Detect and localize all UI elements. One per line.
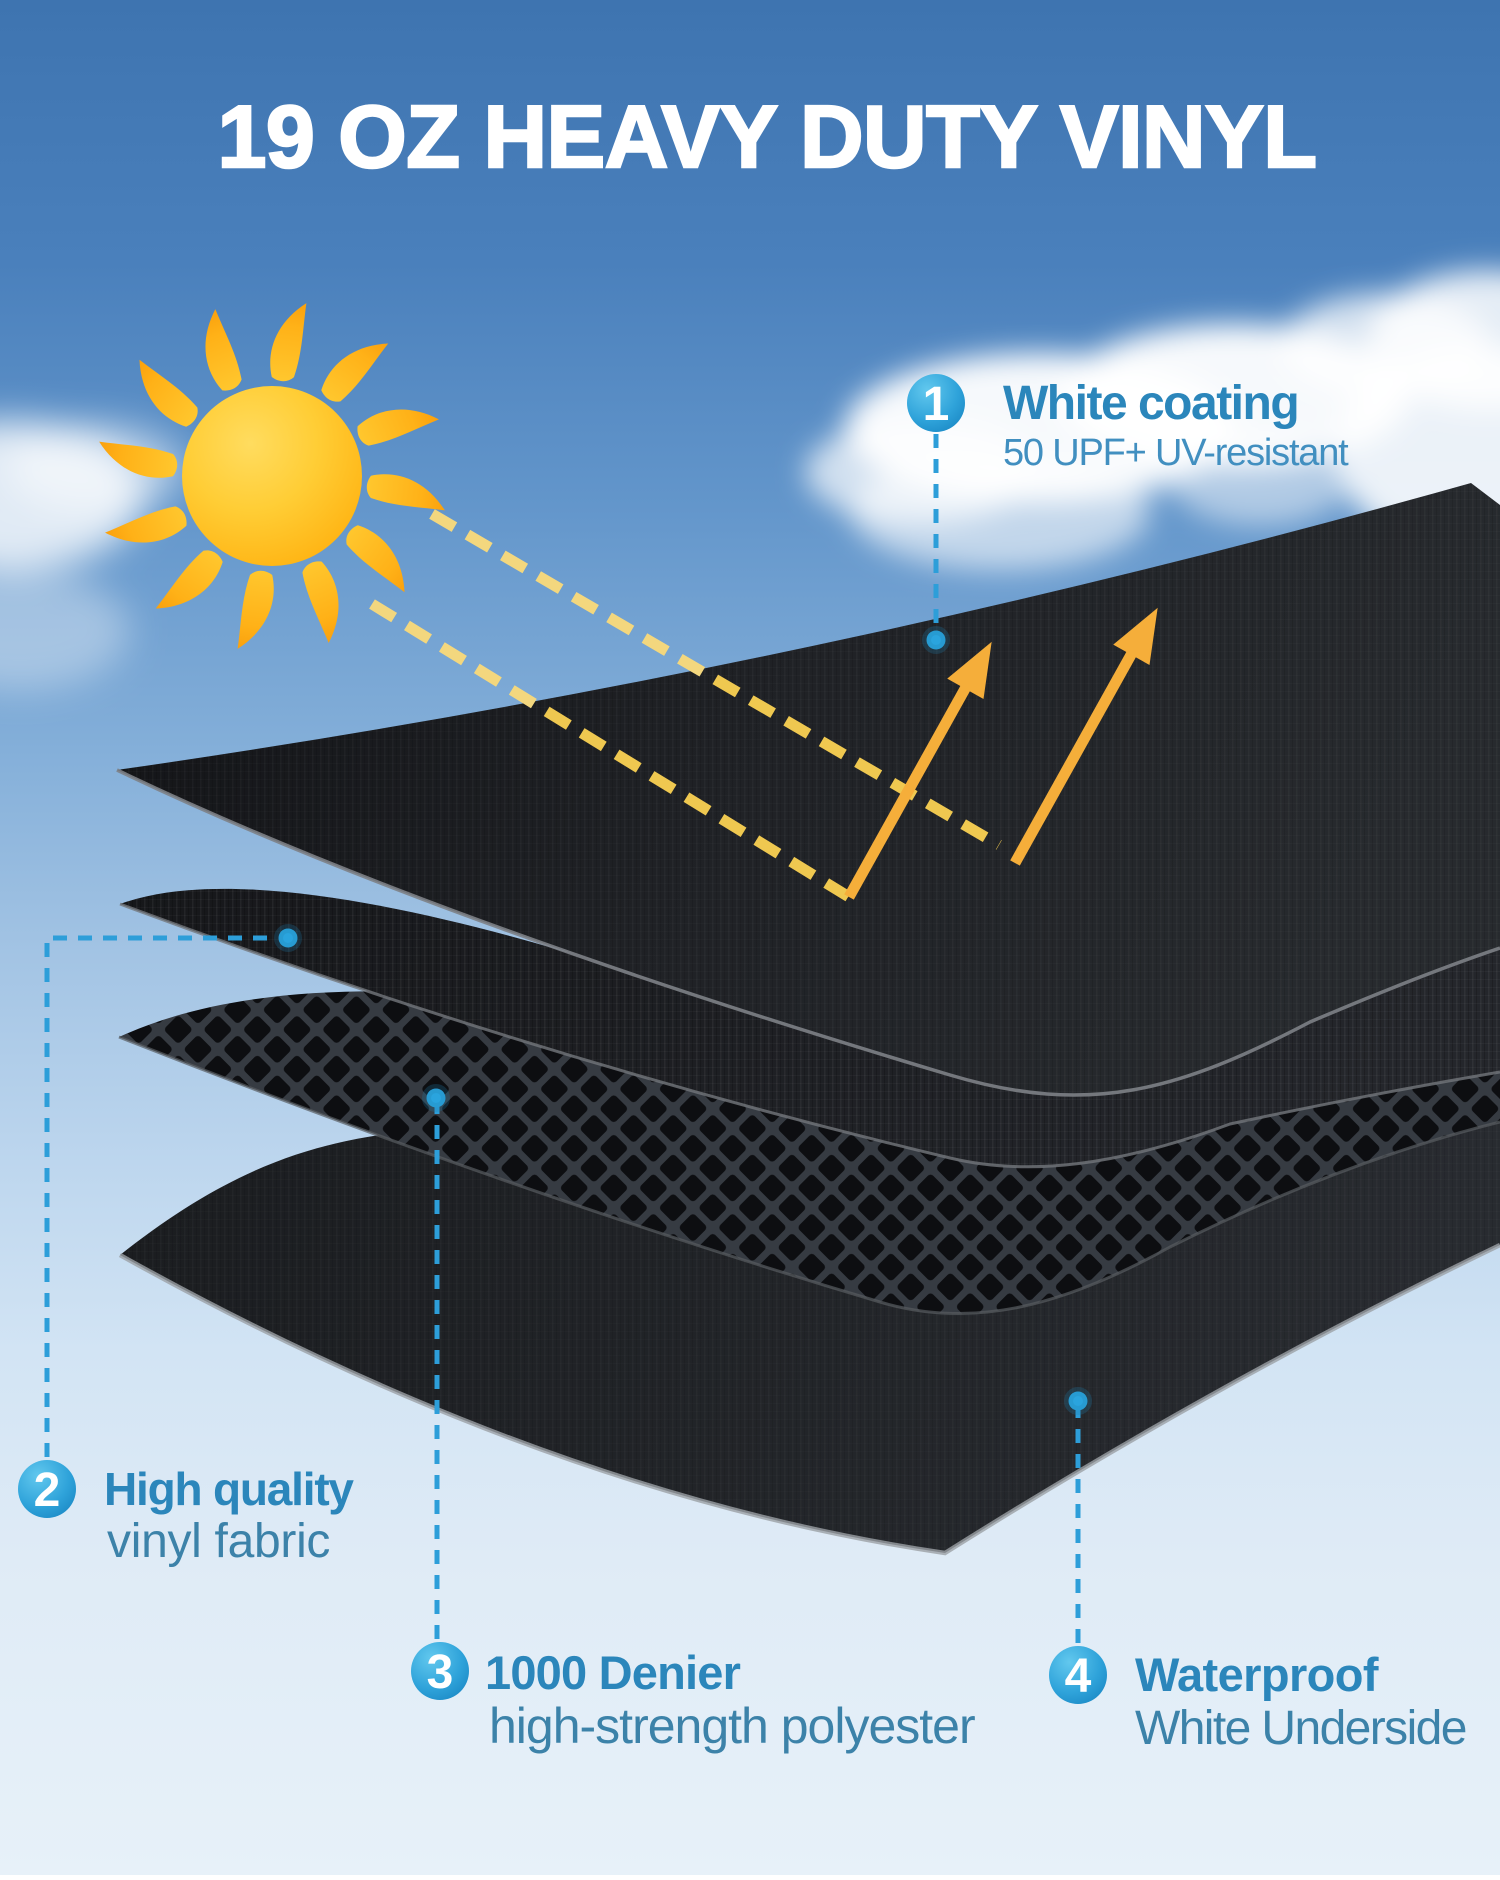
svg-text:4: 4 (1065, 1650, 1092, 1703)
svg-text:White Underside: White Underside (1135, 1702, 1466, 1755)
svg-text:2: 2 (34, 1464, 61, 1517)
svg-text:high-strength polyester: high-strength polyester (489, 1698, 975, 1754)
svg-text:19 OZ HEAVY DUTY VINYL: 19 OZ HEAVY DUTY VINYL (217, 87, 1316, 186)
svg-text:50 UPF+ UV-resistant: 50 UPF+ UV-resistant (1003, 432, 1349, 474)
svg-text:Waterproof: Waterproof (1135, 1648, 1379, 1701)
svg-text:High quality: High quality (104, 1463, 354, 1515)
svg-text:1: 1 (923, 378, 950, 431)
svg-text:3: 3 (427, 1646, 454, 1699)
svg-text:1000 Denier: 1000 Denier (485, 1646, 741, 1699)
svg-text:White coating: White coating (1003, 377, 1298, 430)
svg-text:vinyl fabric: vinyl fabric (107, 1515, 330, 1568)
